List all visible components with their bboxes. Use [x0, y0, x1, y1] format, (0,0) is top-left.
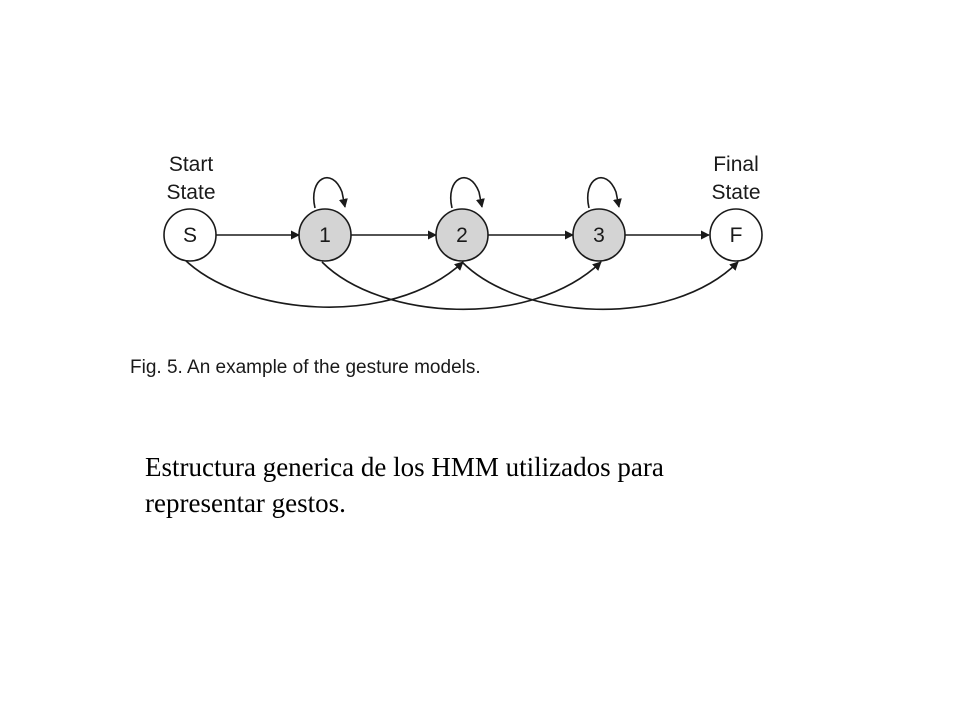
- state-node-label: F: [730, 224, 743, 247]
- final-state-label-line2: State: [711, 181, 760, 204]
- state-node-1: 1: [298, 208, 352, 262]
- state-node-label: 3: [593, 224, 605, 247]
- slide-text-line-1: Estructura generica de los HMM utilizado…: [145, 452, 664, 482]
- slide-text-line-2: representar gestos.: [145, 488, 346, 518]
- state-node-label: 2: [456, 224, 468, 247]
- start-state-label-line1: Start: [169, 153, 214, 176]
- skip-transition-s-to-2: [182, 257, 464, 308]
- state-node-label: S: [183, 224, 197, 247]
- start-state-label-line2: State: [166, 181, 215, 204]
- self-loop-2: [449, 176, 485, 209]
- slide-body-text: Estructura generica de los HMM utilizado…: [145, 449, 825, 521]
- skip-transition-2-to-f: [461, 261, 739, 311]
- state-node-f: F: [709, 208, 763, 262]
- self-loop-3: [586, 176, 622, 209]
- hmm-gesture-diagram: Start State Final State S 1 2: [130, 153, 763, 378]
- state-node-3: 3: [572, 208, 626, 262]
- state-node-2: 2: [435, 208, 489, 262]
- state-node-label: 1: [319, 224, 331, 247]
- final-state-label-line1: Final: [713, 153, 759, 176]
- state-node-s: S: [163, 208, 217, 262]
- figure-caption: Fig. 5. An example of the gesture models…: [130, 357, 481, 378]
- self-loop-1: [312, 176, 348, 209]
- skip-transition-1-to-3: [321, 261, 602, 311]
